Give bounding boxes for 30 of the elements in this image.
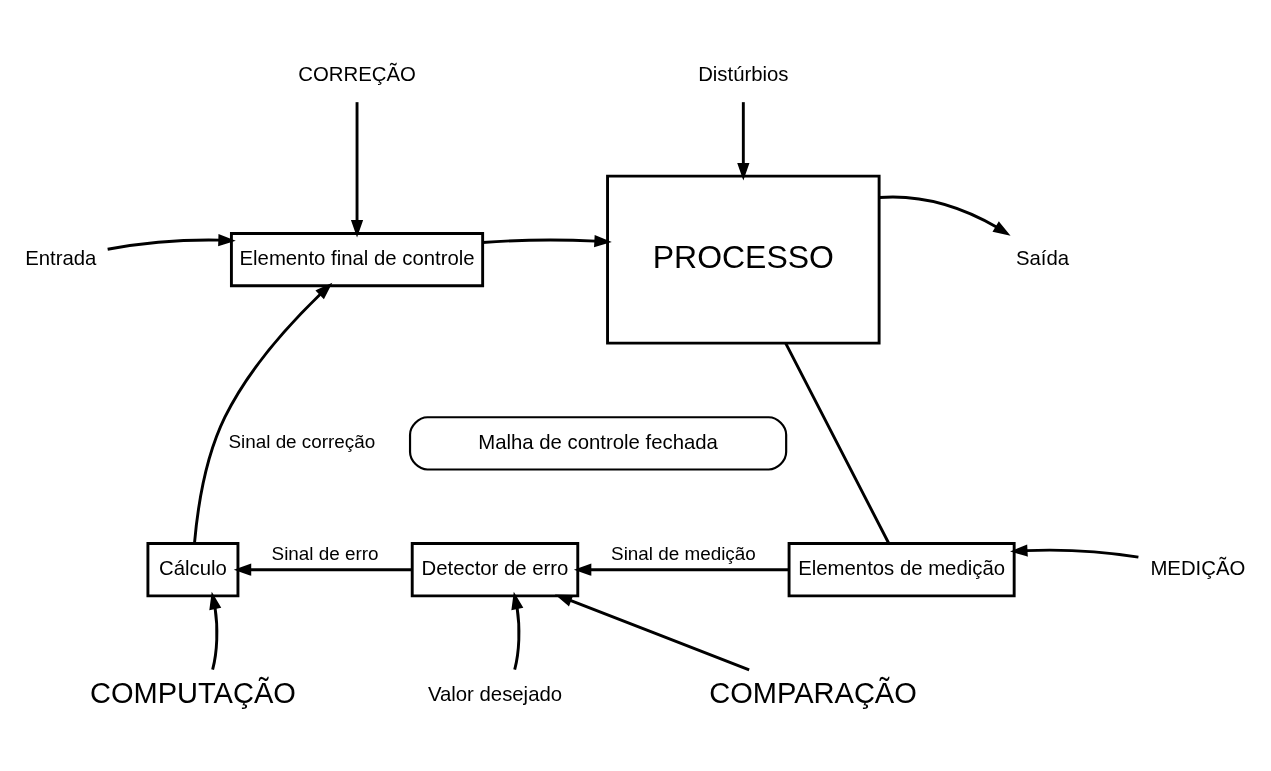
connector — [784, 342, 890, 544]
node-text: MEDIÇÃO — [1150, 556, 1246, 579]
arrow — [879, 195, 1011, 236]
arrow — [573, 563, 789, 576]
arrow — [350, 101, 364, 238]
node-box: Detector de erro — [410, 541, 580, 597]
node-text: COMPARAÇÃO — [709, 676, 917, 709]
arrow — [1010, 543, 1139, 559]
node-box: Elementos de medição — [787, 541, 1016, 597]
arrow — [554, 593, 750, 671]
arrow — [193, 282, 333, 544]
node-box: PROCESSO — [606, 174, 881, 345]
arrow — [233, 563, 412, 576]
node-text: COMPUTAÇÃO — [89, 676, 296, 709]
node-text: Valor desejado — [427, 682, 563, 705]
node-text: Entrada — [25, 246, 97, 269]
arrow — [737, 101, 750, 181]
arrow — [209, 591, 222, 670]
arrow — [511, 591, 524, 670]
node-text: Distúrbios — [698, 62, 789, 85]
node-box: Malha de controle fechada — [408, 415, 788, 471]
arrow — [482, 234, 612, 247]
node-box: Cálculo — [146, 541, 240, 597]
node-text: CORREÇÃO — [298, 62, 416, 85]
node-box: Elemento final de controle — [229, 231, 485, 287]
edge-label: Sinal de medição — [611, 542, 756, 564]
node-text: Saída — [1015, 246, 1070, 269]
edge-label: Sinal de erro — [271, 542, 379, 564]
arrow — [107, 233, 236, 251]
edge-label: Sinal de correção — [228, 430, 376, 452]
